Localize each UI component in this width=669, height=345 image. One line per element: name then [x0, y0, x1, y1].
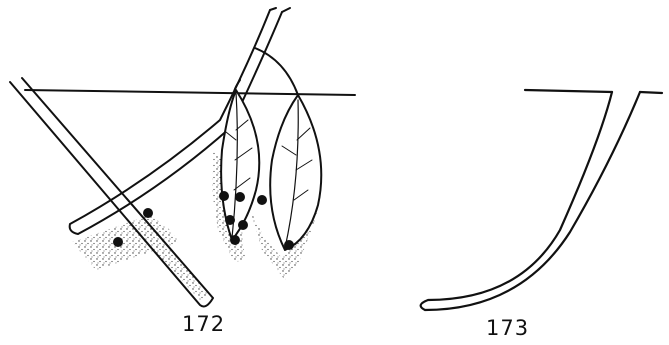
- figure-caption-173: 173: [486, 316, 529, 340]
- figure-caption-172: 172: [182, 312, 225, 336]
- water-surface-line: [25, 90, 355, 95]
- figure-173: [421, 90, 662, 310]
- leaf-right: [270, 95, 321, 250]
- curved-stem: [421, 92, 640, 310]
- surface-line: [525, 90, 662, 93]
- upper-fork: [270, 8, 290, 12]
- figure-172: [10, 8, 355, 306]
